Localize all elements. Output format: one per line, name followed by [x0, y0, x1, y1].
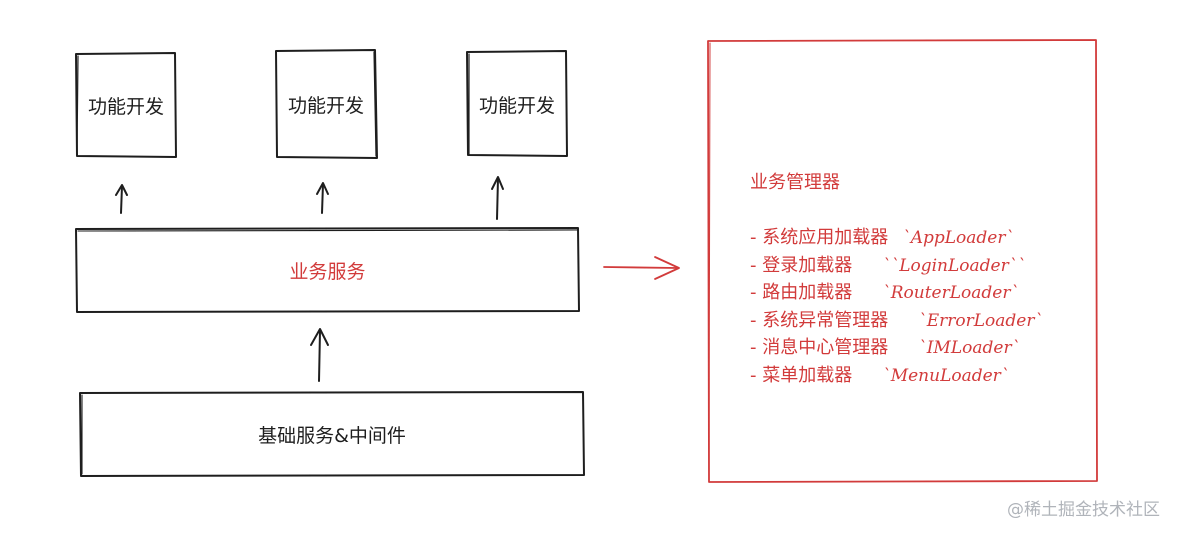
manager-item-label: - 消息中心管理器 — [750, 337, 889, 358]
feature-box-2-label: 功能开发 — [287, 94, 364, 117]
right-arrow-red — [603, 256, 680, 280]
manager-item: - 登录加载器 ``LoginLoader`` — [750, 252, 1043, 280]
up-arrow-2 — [316, 182, 329, 214]
manager-item: - 系统异常管理器 `ErrorLoader` — [750, 307, 1043, 335]
manager-item-label: - 登录加载器 — [750, 254, 853, 276]
manager-item-code: `IMLoader` — [918, 338, 1021, 358]
manager-item-code: `AppLoader` — [902, 228, 1014, 248]
manager-item-code: `ErrorLoader` — [918, 310, 1043, 331]
manager-item-code: ``LoginLoader`` — [882, 255, 1026, 276]
manager-item-code: `RouterLoader` — [882, 283, 1019, 303]
up-arrow-foundation — [310, 328, 329, 382]
manager-box-border — [707, 39, 1098, 483]
manager-item: - 系统应用加载器 `AppLoader` — [750, 224, 1043, 252]
manager-item: - 消息中心管理器 `IMLoader` — [750, 334, 1043, 362]
feature-box-3-label: 功能开发 — [478, 94, 555, 117]
feature-box-1-inner — [76, 55, 79, 156]
feature-box-1-label: 功能开发 — [87, 95, 164, 118]
business-service-label: 业务服务 — [289, 260, 366, 283]
watermark: @稀土掘金技术社区 — [1007, 500, 1160, 520]
manager-item-label: - 路由加载器 — [750, 282, 853, 303]
manager-item-list: - 系统应用加载器 `AppLoader` - 登录加载器 ``LoginLoade… — [750, 224, 1043, 389]
manager-item-label: - 菜单加载器 — [750, 364, 853, 386]
foundation-box-border — [79, 391, 585, 477]
manager-item: - 路由加载器 `RouterLoader` — [750, 279, 1043, 307]
manager-item-label: - 系统应用加载器 — [750, 227, 889, 248]
feature-box-3-border — [466, 50, 568, 157]
up-arrow-1 — [115, 184, 128, 214]
manager-item-label: - 系统异常管理器 — [750, 309, 889, 331]
foundation-label: 基础服务&中间件 — [258, 424, 406, 447]
feature-box-2-border — [275, 49, 378, 159]
feature-box-2-inner — [373, 51, 377, 157]
business-service-box-border — [75, 227, 580, 313]
feature-box-1-border — [75, 52, 177, 158]
manager-item-code: `MenuLoader` — [882, 365, 1010, 386]
manager-title: 业务管理器 — [750, 172, 840, 193]
manager-item: - 菜单加载器 `MenuLoader` — [750, 362, 1043, 390]
up-arrow-3 — [491, 176, 504, 220]
